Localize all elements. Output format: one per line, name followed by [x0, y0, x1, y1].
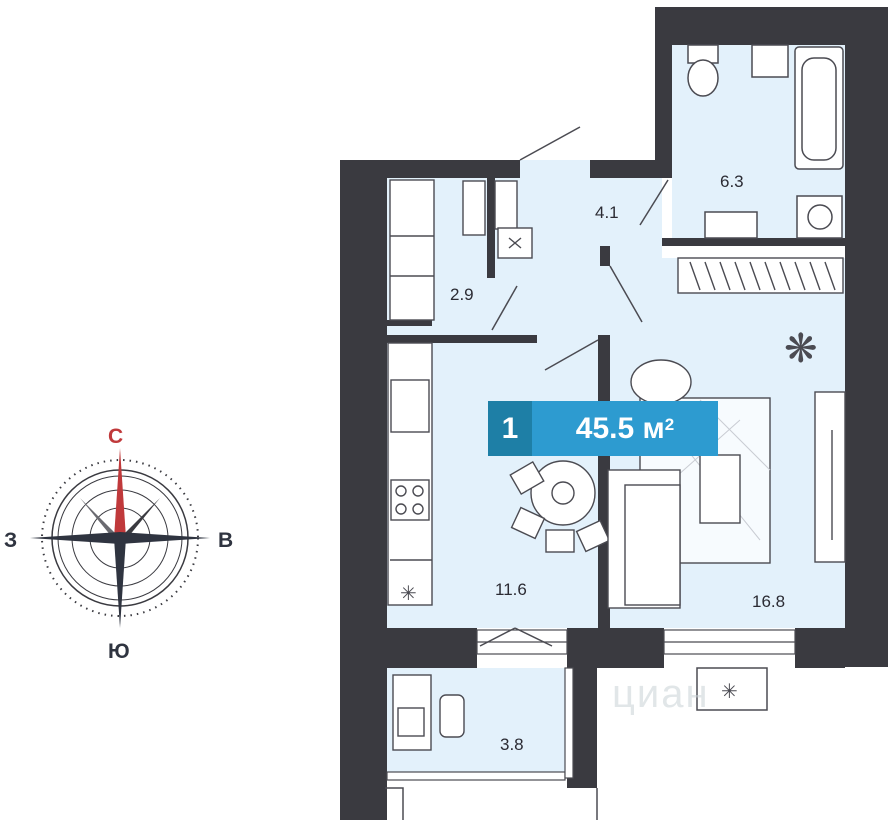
- wardrobe-cabinet: [389, 179, 435, 321]
- balcony-frame: [385, 667, 768, 820]
- area-label-living-room: 16.8: [752, 592, 785, 611]
- balcony-furniture: [392, 674, 465, 751]
- kitchen-sink: [390, 379, 430, 433]
- compass-west-label: З: [4, 529, 17, 552]
- dining-chair: [509, 461, 545, 495]
- tv-stand: [814, 391, 846, 563]
- desk-chair: [439, 694, 465, 738]
- north-needle: [114, 448, 126, 538]
- rooms-count: 1: [488, 401, 532, 456]
- area-label-kitchen: 11.6: [495, 580, 527, 599]
- coffee-table: [699, 454, 741, 524]
- dining-chair: [545, 529, 575, 553]
- plant-icon: ❋: [784, 327, 818, 371]
- shoe-rack-2: [494, 180, 518, 230]
- watermark: циан: [612, 672, 710, 716]
- compass-east-label: В: [218, 529, 233, 552]
- compass-south-label: Ю: [108, 640, 130, 663]
- compass: С В Ю З: [4, 425, 233, 663]
- fridge-icon: ✳: [400, 583, 417, 605]
- windows: [386, 629, 796, 781]
- doors: [479, 126, 669, 647]
- armchair: [630, 359, 692, 405]
- area-label-bathroom: 6.3: [720, 172, 744, 191]
- compass-north-label: С: [108, 425, 123, 448]
- area-label-wardrobe: 2.9: [450, 285, 474, 304]
- walls: [340, 7, 888, 820]
- toilet-bowl: [687, 59, 719, 97]
- sink: [751, 44, 789, 78]
- bathroom-counter: [704, 211, 758, 239]
- ac-unit-icon: ✳: [721, 681, 738, 703]
- storage-fixtures: [389, 179, 844, 321]
- area-label-hall: 4.1: [595, 203, 619, 222]
- kitchen-fixtures: [387, 342, 611, 606]
- shoe-rack-1: [462, 180, 486, 236]
- area-label-balcony: 3.8: [500, 735, 524, 754]
- closet-rail: [677, 257, 844, 294]
- stove: [390, 479, 430, 521]
- bathroom-fixtures: [687, 44, 844, 239]
- total-area-value: 45.5 м: [575, 411, 665, 445]
- area-unit-sup: 2: [664, 414, 675, 434]
